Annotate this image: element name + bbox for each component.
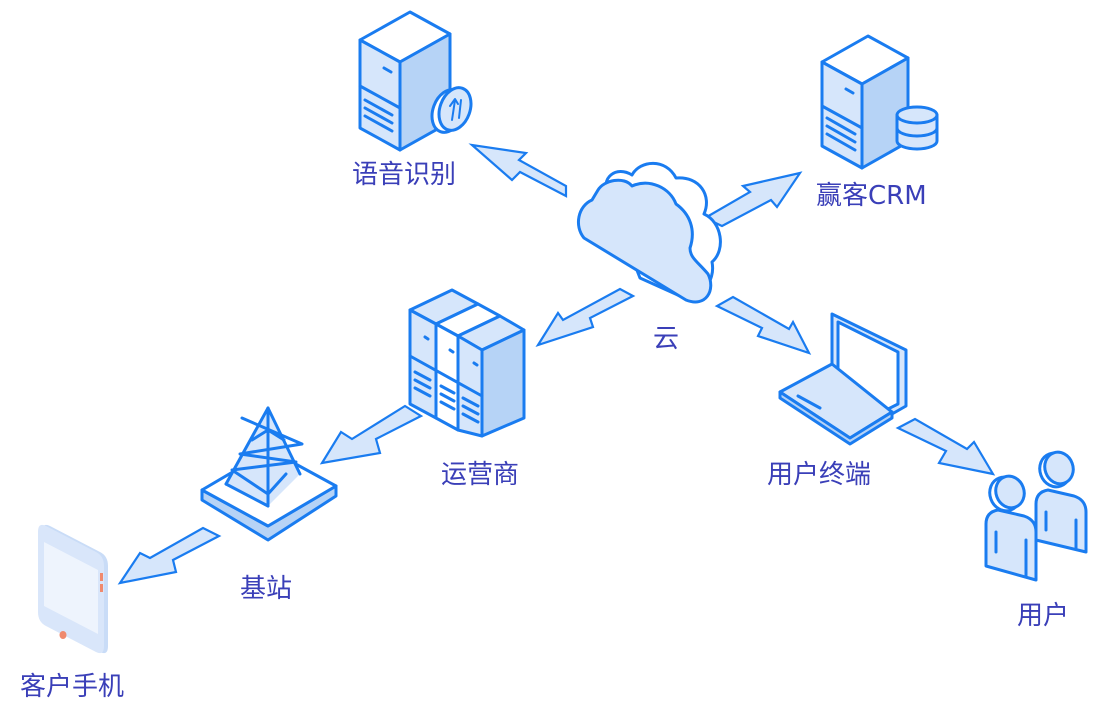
phone-home-button [59,631,67,639]
cloud-icon [576,161,722,304]
phone-side-button [100,584,103,592]
phone-side-button [100,573,103,581]
arrow-cloud-to-speech [468,143,568,198]
arrow-cloud-to-crm [702,171,803,228]
server-with-upload-icon [358,10,473,152]
label-base-station: 基站 [240,574,293,604]
label-cloud: 云 [653,324,680,354]
label-users: 用户 [1017,601,1070,631]
arrow-cloud-to-terminal [714,295,812,355]
server-rack-icon [408,288,526,438]
arrow-terminal-to-users [895,417,996,476]
arrow-cloud-to-carrier [535,287,636,347]
server-with-database-icon [820,34,939,170]
label-crm: 赢客CRM [816,181,927,211]
users-icon [984,450,1088,582]
arrow-station-to-phone [117,526,222,585]
label-speech-recognition: 语音识别 [352,160,457,190]
mobile-phone-icon [38,524,108,654]
label-customer-phone: 客户手机 [20,672,125,702]
laptop-icon [778,312,908,446]
label-user-terminal: 用户终端 [767,460,872,490]
cell-tower-icon [200,406,338,542]
label-carrier: 运营商 [441,460,520,490]
arrow-carrier-to-station [319,404,424,465]
